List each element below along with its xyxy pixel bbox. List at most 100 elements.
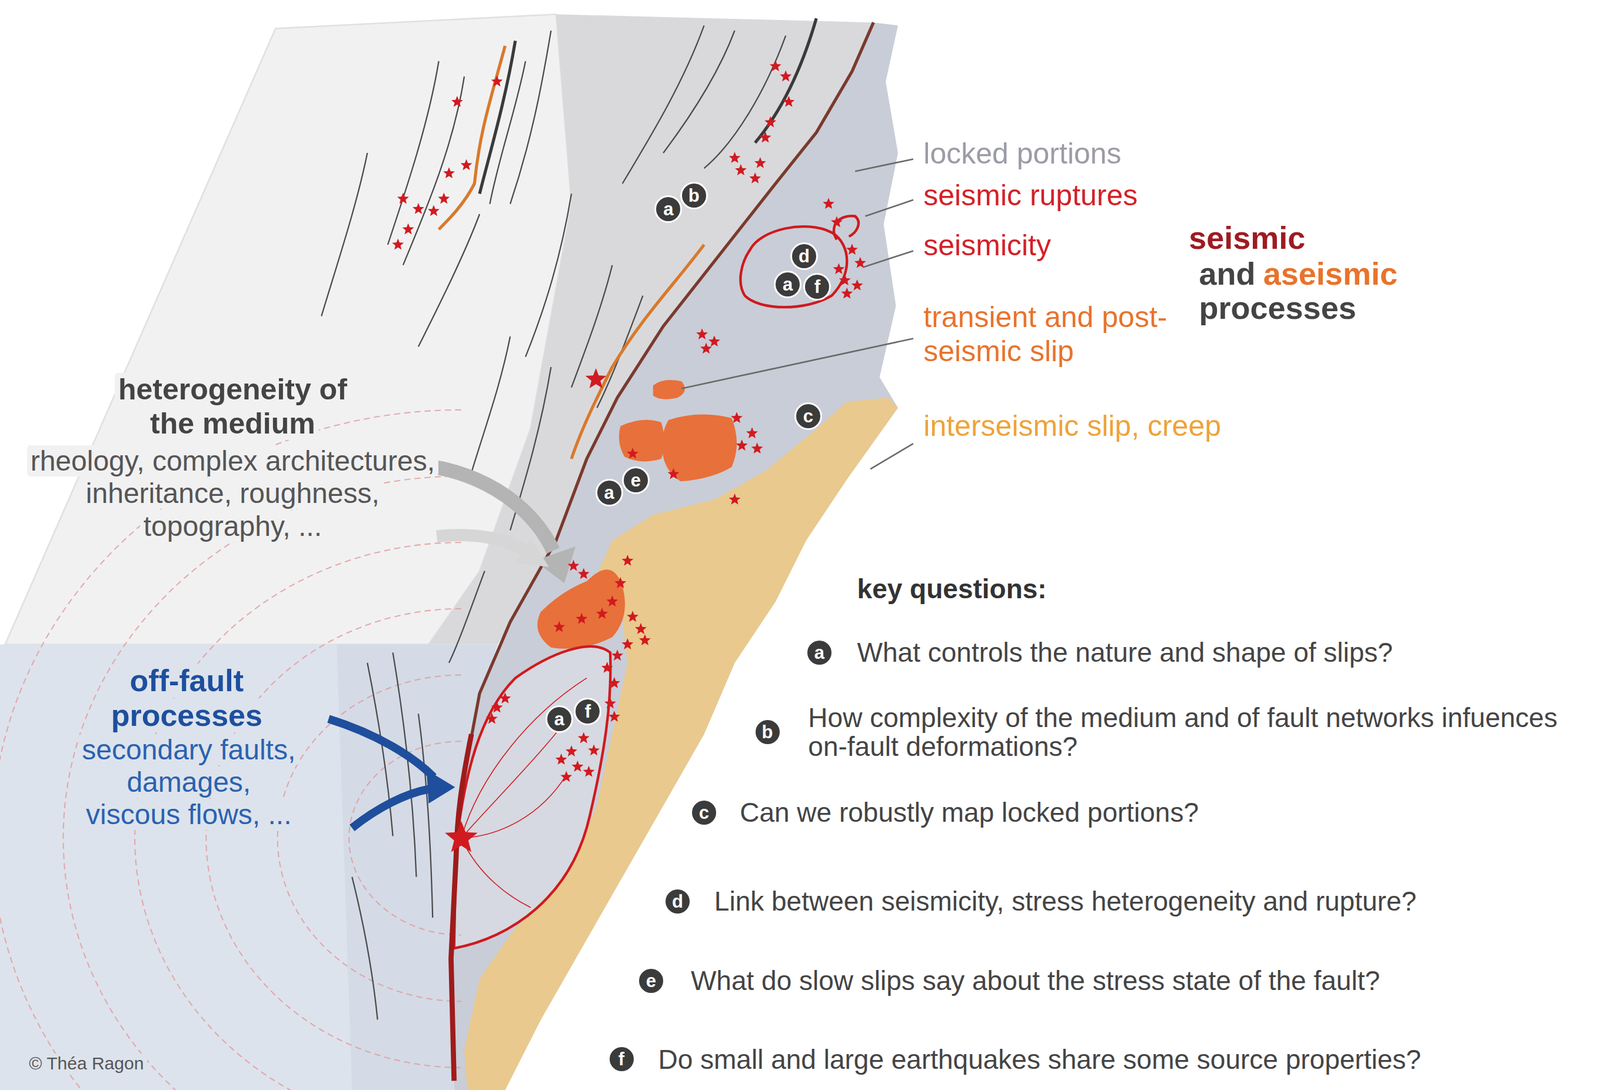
- leader-lines: [681, 158, 914, 469]
- gray-arrow: [396, 464, 554, 551]
- fault-line: [510, 30, 551, 205]
- callout-letter: f: [814, 277, 821, 296]
- legend-label: transient and post-seismic slip: [923, 300, 1167, 368]
- fault-line: [663, 30, 735, 153]
- question-text: What controls the nature and shape of sl…: [857, 637, 1393, 668]
- star: [565, 745, 578, 757]
- fault-line: [571, 265, 612, 388]
- star: [427, 204, 440, 216]
- heading-word: aseismic: [1263, 255, 1398, 292]
- star: [851, 279, 864, 291]
- star: [491, 75, 504, 87]
- star: [759, 131, 772, 143]
- main-fault-trace: [464, 22, 874, 775]
- label-box: interseismic slip, creep: [923, 409, 1222, 444]
- creeping-fault-trace: [571, 244, 704, 459]
- question-text: Do small and large earthquakes share som…: [657, 1044, 1421, 1076]
- arrow-head: [426, 770, 456, 804]
- star: [451, 95, 464, 108]
- leader-line: [865, 200, 914, 217]
- star: [667, 468, 680, 480]
- star: [751, 442, 764, 454]
- seismicity-stars: [391, 60, 866, 853]
- blue-arrow: [328, 719, 434, 778]
- star: [601, 662, 614, 674]
- callout-circle: a: [773, 270, 802, 299]
- star: [571, 760, 584, 773]
- label-box: seismicity: [923, 228, 1051, 264]
- heading-word: and: [1199, 255, 1256, 292]
- footwall-top: [5, 14, 572, 645]
- copyright: © Théa Ragon: [25, 1053, 148, 1074]
- question-text: How complexity of the medium and of faul…: [807, 702, 1558, 762]
- question-text: Can we robustly map locked portions?: [739, 797, 1199, 828]
- star: [730, 411, 743, 424]
- callout-circle: b: [753, 718, 782, 747]
- heading-word: processes: [1199, 290, 1357, 326]
- star: [696, 328, 708, 340]
- leader-line: [855, 158, 914, 172]
- secondary-faults: [321, 25, 786, 1020]
- star: [840, 287, 853, 299]
- star: [608, 677, 621, 689]
- star: [583, 766, 595, 778]
- fault-line: [321, 152, 368, 316]
- label-box: What controls the nature and shape of sl…: [857, 637, 1393, 669]
- star: [729, 493, 741, 505]
- label-box: Link between seismicity, stress heteroge…: [714, 886, 1417, 918]
- fault-line: [525, 193, 572, 357]
- star: [839, 274, 851, 286]
- star: [567, 560, 580, 572]
- fault-line: [393, 652, 417, 877]
- star: [769, 60, 782, 72]
- ruptured-fault-trace: [450, 734, 472, 1081]
- label-box: key questions:: [857, 573, 1047, 605]
- fault-line: [351, 877, 378, 1021]
- star: [611, 649, 624, 661]
- callout-letter: e: [646, 972, 657, 991]
- star: [626, 610, 639, 622]
- rupture-contour: [461, 678, 587, 908]
- label-box: Can we robustly map locked portions?: [739, 797, 1199, 829]
- fault-trace: [754, 18, 817, 143]
- fault-line: [418, 214, 480, 347]
- slow-slip-patch: [662, 414, 737, 482]
- blue-arrow: [351, 789, 429, 829]
- front-face: [0, 644, 498, 1090]
- callout-circle: c: [690, 799, 718, 827]
- label-box: rheology, complex architectures, inherit…: [18, 444, 447, 543]
- hypocenter-star: [444, 821, 478, 853]
- callout-circle: a: [654, 195, 683, 224]
- slow-slip-patch: [653, 380, 685, 400]
- star: [634, 623, 647, 635]
- fault-line: [622, 25, 705, 184]
- star: [729, 151, 741, 164]
- legend-label: interseismic slip, creep: [923, 409, 1222, 443]
- star: [397, 193, 409, 205]
- stress-arc: [348, 741, 462, 936]
- callout-letter: d: [672, 892, 684, 911]
- key-heading: key questions:: [857, 573, 1047, 605]
- callout-letter: c: [699, 803, 710, 823]
- star: [587, 744, 600, 756]
- label-box: heterogeneity of the medium: [108, 373, 357, 441]
- creeping-fault-trace: [438, 45, 506, 230]
- star: [779, 70, 792, 82]
- callout-circle: a: [595, 478, 624, 507]
- star: [606, 595, 619, 607]
- leader-line: [870, 443, 914, 469]
- callout-circle: d: [790, 242, 818, 271]
- rupture-outline: [454, 646, 611, 949]
- callout-circle: f: [607, 1045, 636, 1074]
- star: [621, 554, 634, 567]
- star: [832, 263, 845, 275]
- heading-word: seismic: [1188, 220, 1306, 256]
- star: [576, 613, 588, 625]
- label-box: secondary faults, damages, viscous flows…: [76, 733, 302, 832]
- fault-line: [448, 571, 485, 664]
- label-box: © Théa Ragon: [25, 1053, 148, 1075]
- callout-circle: b: [680, 181, 708, 210]
- callout-letter: a: [782, 275, 793, 294]
- fault-line: [387, 61, 439, 245]
